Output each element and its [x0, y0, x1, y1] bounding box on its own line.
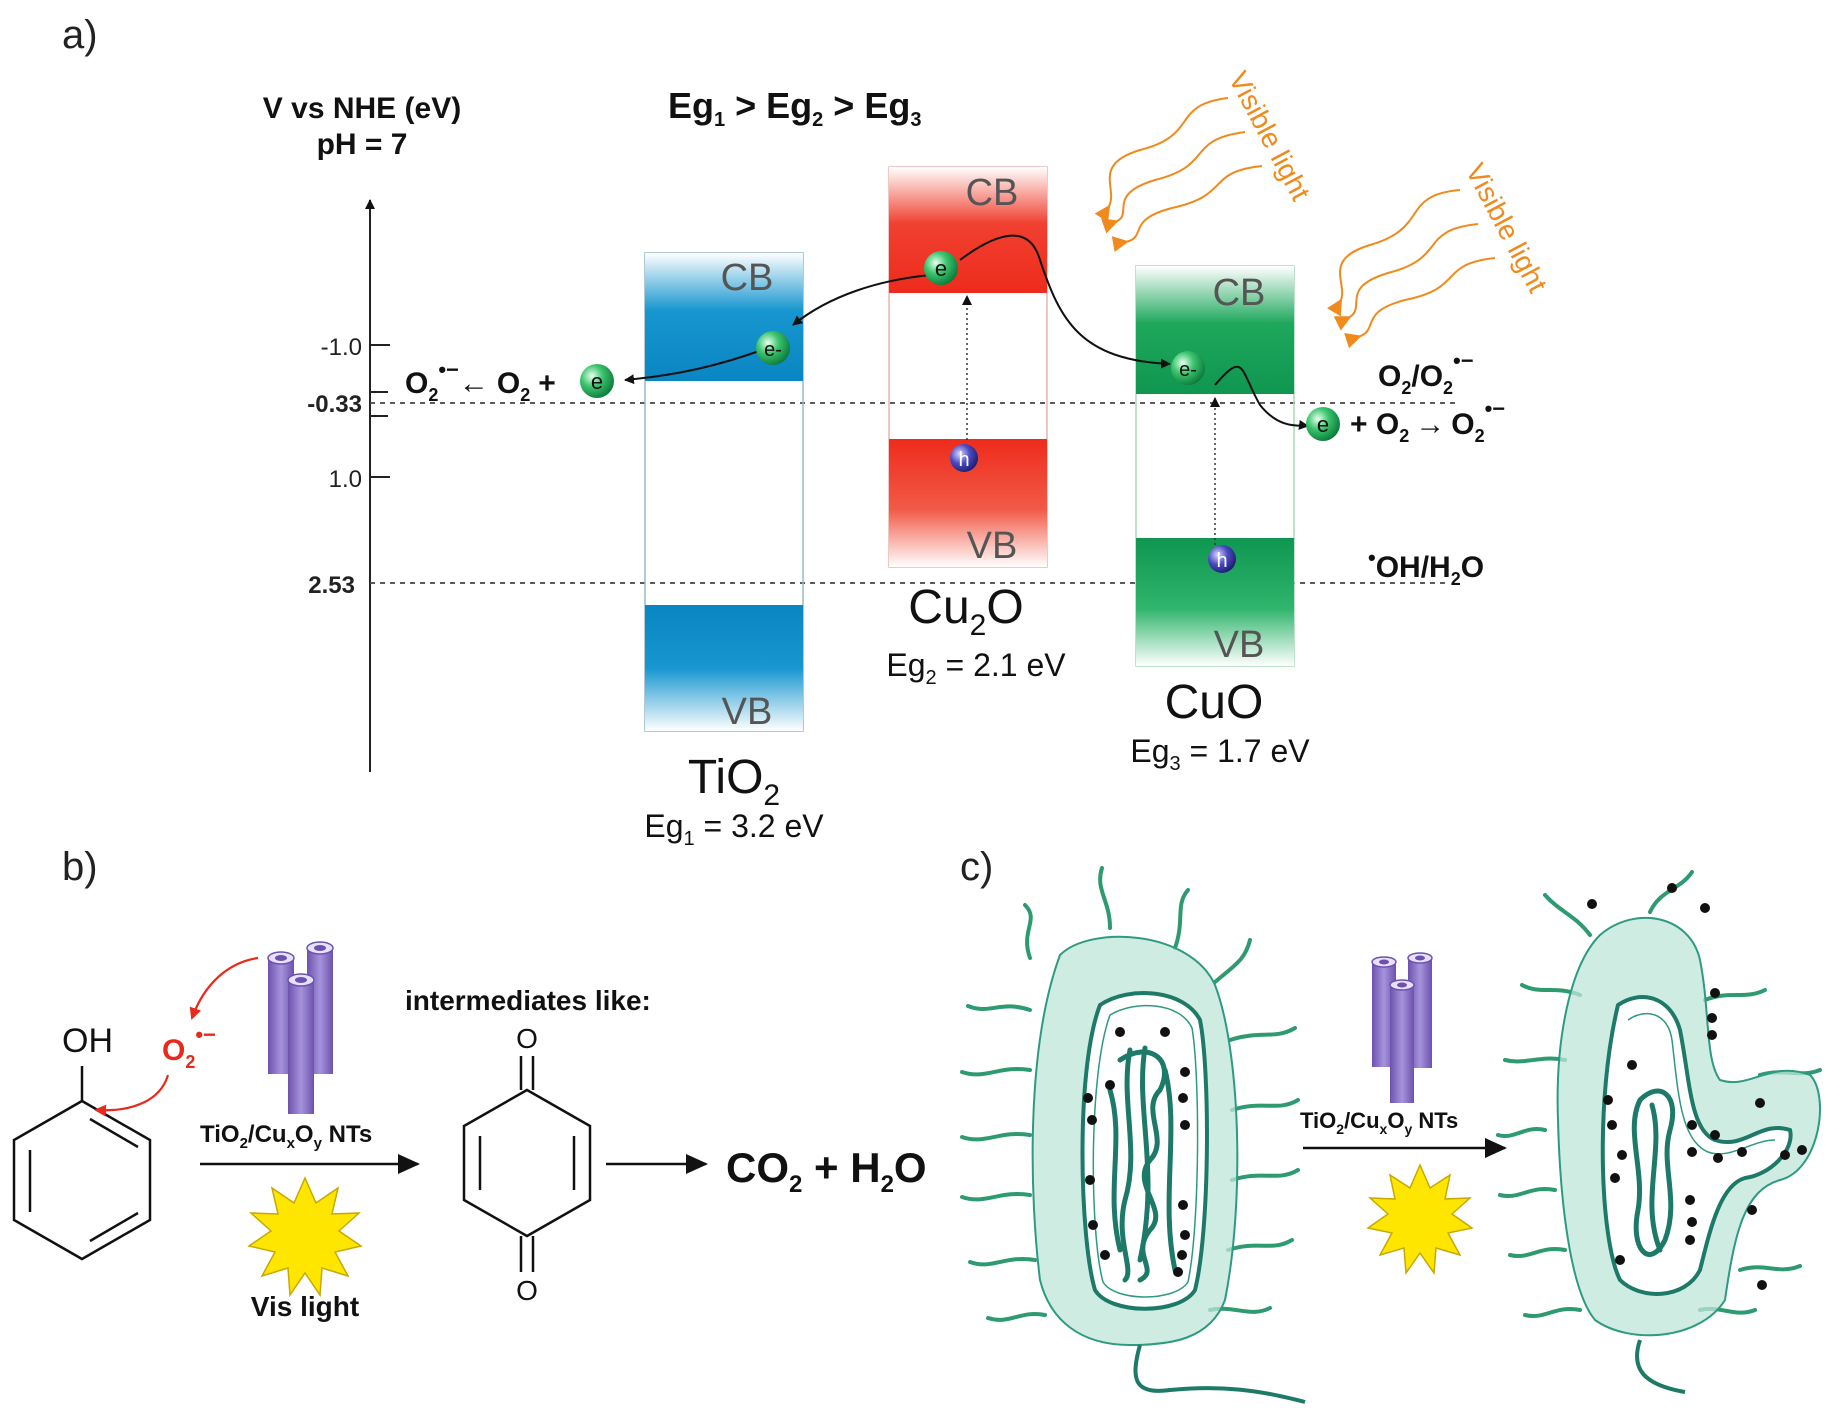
benzoquinone-structure: [462, 1056, 592, 1272]
visible-light-rays-2: Visible light: [1327, 158, 1554, 349]
quinone-o-top: O: [516, 1023, 538, 1054]
svg-text:e-: e-: [764, 339, 782, 361]
nanotubes-icon-b: [267, 941, 334, 1114]
tick-label-m1: -1.0: [321, 334, 362, 361]
cu2o-vb-label: VB: [967, 525, 1018, 567]
tio2-vb-label: VB: [722, 691, 773, 733]
panel-label-c: c): [960, 845, 993, 889]
hole-cuo-vb: h: [1208, 545, 1236, 573]
electron-cu2o-cb: e: [924, 251, 958, 285]
visible-light-label-2: Visible light: [1460, 158, 1554, 297]
phenol-structure: [12, 1066, 152, 1261]
cuo-cb-label: CB: [1213, 272, 1266, 314]
hole-cu2o-vb: h: [950, 444, 978, 472]
intact-bacterium-tail: [1133, 1344, 1306, 1404]
damaged-bacterium-tail: [1635, 1339, 1686, 1394]
tio2-bandgap: Eg1 = 3.2 eV: [644, 808, 824, 850]
electron-tio2-cb: e-: [756, 331, 790, 365]
axis-tick-m1: -1.0: [321, 334, 390, 361]
nanotubes-icon-c: [1371, 952, 1433, 1103]
sun-icon-b: [247, 1176, 363, 1298]
visible-light-label-1: Visible light: [1223, 66, 1317, 205]
tick-label-1: 1.0: [329, 466, 362, 493]
panel-label-b: b): [62, 845, 98, 889]
sun-icon-c: [1366, 1163, 1474, 1276]
catalyst-label-b: TiO2/CuxOy NTs: [200, 1121, 372, 1152]
cuo-band-diagram: CB VB: [1135, 265, 1295, 667]
electron-path-cu2o-to-cuo: [959, 234, 1171, 369]
electron-path-cuo-to-solution: [1214, 365, 1309, 430]
svg-text:e-: e-: [1179, 359, 1197, 381]
tick-label-253: 2.53: [308, 572, 355, 599]
cu2o-conduction-band: [889, 167, 1047, 293]
axis-tick-1: 1.0: [329, 466, 390, 493]
electron-path-cu2o-to-tio2: [792, 274, 931, 326]
catalyst-label-c: TiO2/CuxOy NTs: [1300, 1108, 1458, 1137]
electron-cuo-cb: e-: [1171, 351, 1205, 385]
bandgap-inequality: Eg1 > Eg2 > Eg3: [668, 85, 921, 131]
right-reduction-reaction: + O2→O2•−: [1350, 396, 1505, 446]
redox-label-oh: •OH/H2O: [1368, 545, 1484, 589]
phenol-oh-label: OH: [62, 1022, 113, 1060]
damaged-inner-membrane: [1600, 995, 1793, 1296]
damaged-dna-coil: [1631, 1088, 1676, 1257]
cu2o-band-diagram: CB VB: [888, 166, 1048, 568]
svg-text:e: e: [1317, 412, 1329, 437]
axis-tick-253: 2.53: [308, 572, 1445, 599]
damaged-bacterium: [1496, 870, 1822, 1394]
tio2-band-diagram: CB VB: [644, 252, 804, 733]
tio2-name: TiO2: [688, 751, 780, 812]
tio2-valence-band: [645, 605, 803, 731]
tio2-cb-label: CB: [721, 257, 774, 299]
intact-bacterium-flagella: [960, 866, 1300, 1322]
intact-dna-coil: [1107, 1045, 1178, 1283]
final-products: CO2 + H2O: [726, 1144, 927, 1198]
radical-formation-arrow: [189, 956, 259, 1020]
intact-bacterium: [960, 866, 1306, 1404]
cuo-conduction-band: [1136, 266, 1294, 394]
cu2o-cb-label: CB: [966, 172, 1019, 214]
electron-path-tio2-to-solution: [624, 349, 763, 385]
damaged-bacterium-granules: [1587, 883, 1807, 1290]
quinone-o-bottom: O: [516, 1275, 538, 1306]
radical-attack-arrow: [94, 1074, 170, 1117]
tick-label-m033: -0.33: [307, 391, 362, 418]
axis-title-line1: V vs NHE (eV): [263, 92, 461, 125]
cuo-vb-label: VB: [1214, 624, 1265, 666]
intact-bacterium-granules: [1083, 1027, 1190, 1277]
intermediates-label: intermediates like:: [405, 985, 651, 1016]
axis-tick-m033: -0.33: [307, 391, 1460, 418]
cu2o-name: Cu2O: [908, 581, 1023, 642]
vis-light-label: Vis light: [251, 1291, 359, 1322]
electron-free-right: e: [1306, 407, 1340, 441]
panel-label-a: a): [62, 13, 98, 57]
svg-text:e: e: [591, 369, 603, 394]
redox-label-o2: O2/O2•−: [1378, 348, 1474, 398]
svg-text:h: h: [958, 449, 969, 471]
cuo-name: CuO: [1165, 676, 1264, 729]
cuo-bandgap: Eg3 = 1.7 eV: [1130, 733, 1310, 775]
svg-text:e: e: [935, 256, 947, 281]
axis-title-line2: pH = 7: [317, 128, 408, 161]
visible-light-rays-1: Visible light: [1094, 66, 1317, 252]
superoxide-radical-label: O2•−: [162, 1022, 216, 1072]
left-reduction-reaction: O2•−←O2+: [405, 357, 556, 405]
cu2o-bandgap: Eg2 = 2.1 eV: [886, 647, 1066, 689]
electron-free-left: e: [580, 364, 614, 398]
svg-text:h: h: [1216, 550, 1227, 572]
